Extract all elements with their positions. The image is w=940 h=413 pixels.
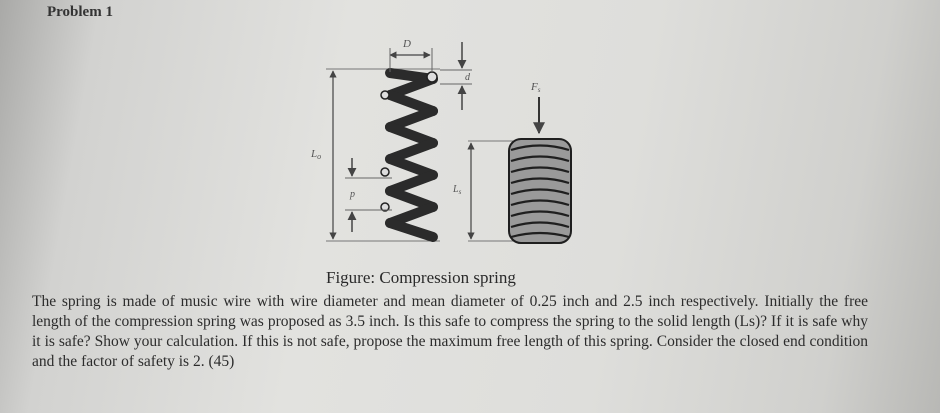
- label-free-length-sub: o: [317, 152, 321, 161]
- label-pitch: p: [349, 189, 355, 200]
- svg-text:Ls: Ls: [452, 184, 462, 196]
- problem-title: Problem 1: [47, 4, 113, 20]
- free-spring: [326, 68, 440, 242]
- label-solid-length-sub: s: [459, 188, 462, 196]
- label-mean-diameter: D: [402, 38, 411, 50]
- label-force: F: [530, 81, 538, 93]
- figure-caption: Figure: Compression spring: [326, 268, 516, 287]
- problem-statement: The spring is made of music wire with wi…: [32, 293, 868, 370]
- label-free-length: L: [310, 148, 317, 160]
- label-solid-length: L: [452, 184, 459, 195]
- solid-spring: [508, 138, 572, 244]
- compression-spring-figure: D d Lo p Ls Fs: [310, 38, 572, 244]
- label-force-sub: s: [538, 86, 541, 94]
- label-wire-diameter: d: [465, 72, 471, 83]
- svg-text:Fs: Fs: [530, 81, 541, 94]
- svg-text:Lo: Lo: [310, 148, 321, 161]
